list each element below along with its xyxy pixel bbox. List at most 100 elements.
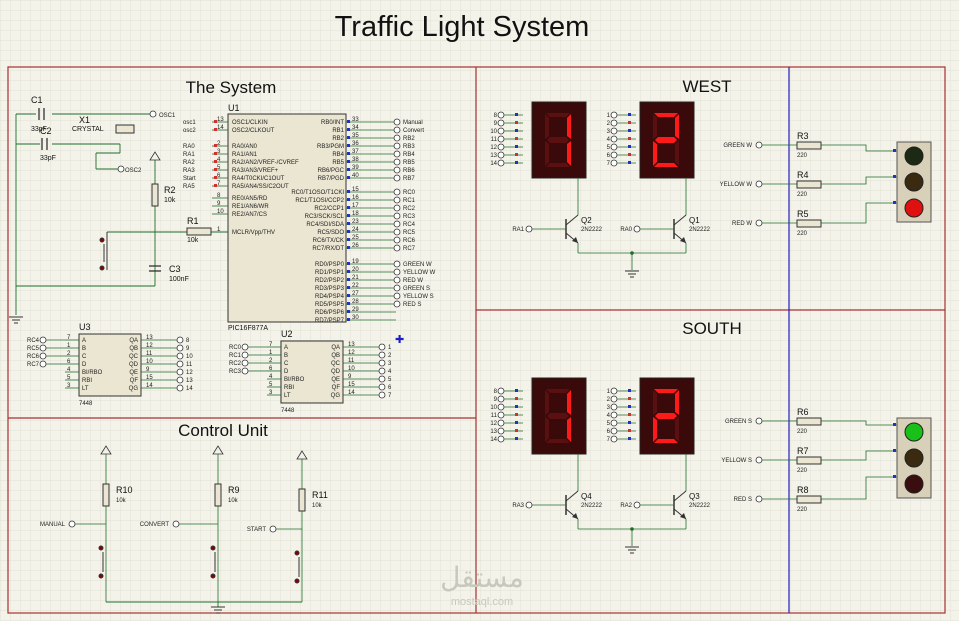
pin-state-marker — [893, 175, 896, 178]
decoder-out-net: 12 — [186, 370, 193, 376]
watermark-arabic: مستقل — [440, 561, 524, 594]
pic-pin-number: 10 — [217, 209, 224, 215]
terminal — [393, 276, 401, 284]
terminal — [497, 119, 505, 127]
terminal — [497, 411, 505, 419]
decoder-in-num: 4 — [67, 367, 71, 373]
osc2-terminal: OSC2 — [125, 168, 142, 174]
net-terminal-label: GREEN S — [403, 286, 430, 292]
push-button-start[interactable] — [294, 550, 300, 584]
decoder-out-name: QB — [129, 346, 138, 352]
reset-button[interactable] — [99, 232, 108, 271]
resistor-ref: R8 — [797, 485, 809, 495]
capacitor-c3 — [149, 265, 161, 272]
decoder-in-name: A — [284, 345, 288, 351]
pin-state-marker — [515, 389, 518, 392]
decoder-in-num: 7 — [67, 335, 71, 341]
display-pin-label: 2 — [607, 121, 611, 127]
decoder-out-num: 15 — [348, 382, 355, 388]
pic-pin-number: 28 — [352, 299, 359, 305]
section-title-system: The System — [186, 78, 277, 97]
pin-state-marker — [515, 437, 518, 440]
pic-part: PIC16F877A — [228, 325, 268, 332]
pic-pin-name: RC7/RX/DT — [312, 246, 344, 252]
decoder-in-net: RC0 — [229, 345, 242, 351]
decoder-out-net: 8 — [186, 338, 190, 344]
pin-state-marker — [628, 113, 631, 116]
segment-b — [675, 390, 679, 415]
pin-state-marker — [515, 405, 518, 408]
terminal — [755, 417, 763, 425]
display-pin-label: 14 — [490, 437, 497, 443]
pin-state-marker — [515, 397, 518, 400]
pic-pin-name: RA5/AN4/SS/C2OUT — [232, 184, 289, 190]
resistor-ref: R10 — [116, 485, 133, 495]
resistor-r2 — [151, 183, 159, 207]
decoder-out-num: 10 — [146, 359, 153, 365]
section-title-control: Control Unit — [178, 421, 268, 440]
pic-left-pins: OSC1/CLKIN13osc1OSC2/CLKOUT14osc2RA0/AN0… — [183, 117, 299, 236]
pin-state-marker — [628, 137, 631, 140]
segment-d — [546, 439, 570, 443]
pic-pin-number: 9 — [217, 201, 221, 207]
segment-a — [546, 389, 570, 393]
net-terminal-label: RB7 — [403, 176, 415, 182]
pic-ref: U1 — [228, 103, 240, 113]
c2-ref: C2 — [40, 126, 52, 136]
crystal-label: CRYSTAL — [72, 126, 104, 133]
segment-a — [654, 389, 678, 393]
pic-pin-name: RC5/SDO — [317, 230, 344, 236]
ground-symbol-system — [9, 316, 23, 324]
display-pin-label: 1 — [607, 389, 611, 395]
pin-state-marker — [214, 168, 217, 171]
terminal — [393, 158, 401, 166]
terminal — [393, 166, 401, 174]
terminal — [497, 143, 505, 151]
seven-segment-display — [639, 101, 695, 179]
transistor-part: 2N2222 — [689, 227, 711, 233]
terminal — [172, 520, 180, 528]
terminal — [39, 360, 47, 368]
pin-state-marker — [893, 475, 896, 478]
push-button-manual[interactable] — [98, 545, 104, 579]
display-pin-label: 7 — [607, 161, 611, 167]
terminal — [39, 352, 47, 360]
decoder-in-num: 7 — [269, 342, 273, 348]
pic-pin-number: 30 — [352, 315, 359, 321]
terminal — [176, 344, 184, 352]
decoder-out-net: 3 — [388, 361, 392, 367]
decoder-out-num: 14 — [146, 383, 153, 389]
resistor — [796, 219, 822, 228]
light-net-label: GREEN S — [725, 419, 752, 425]
segment-d — [654, 439, 678, 443]
display-pin-label: 5 — [607, 145, 611, 151]
pic-pin-name: RA4/T0CKI/C1OUT — [232, 176, 285, 182]
terminal — [393, 212, 401, 220]
display-pin-label: 13 — [490, 153, 497, 159]
decoder-part: 7448 — [281, 408, 295, 414]
display-pin-label: 9 — [494, 397, 498, 403]
terminal — [393, 228, 401, 236]
pic-pin-name: RD0/PSP0 — [315, 262, 345, 268]
seven-segment-display — [639, 377, 695, 455]
push-button-convert[interactable] — [210, 545, 216, 579]
display-pin-label: 12 — [490, 421, 497, 427]
terminal — [497, 135, 505, 143]
terminal — [610, 111, 618, 119]
display-pin-label: 5 — [607, 421, 611, 427]
resistor-value: 220 — [797, 192, 808, 198]
net-terminal-label: RC6 — [403, 238, 416, 244]
light-net-label: YELLOW S — [721, 458, 752, 464]
pin-state-marker — [628, 421, 631, 424]
net-terminal-label: YELLOW S — [403, 294, 434, 300]
decoder-out-net: 10 — [186, 354, 193, 360]
decoder-in-num: 6 — [67, 359, 71, 365]
pin-state-marker — [893, 449, 896, 452]
decoder-out-net: 14 — [186, 386, 193, 392]
pic-pin-name: RB0/INT — [321, 120, 344, 126]
terminal — [497, 387, 505, 395]
green-lamp — [904, 422, 924, 442]
decoder-out-net: 13 — [186, 378, 193, 384]
